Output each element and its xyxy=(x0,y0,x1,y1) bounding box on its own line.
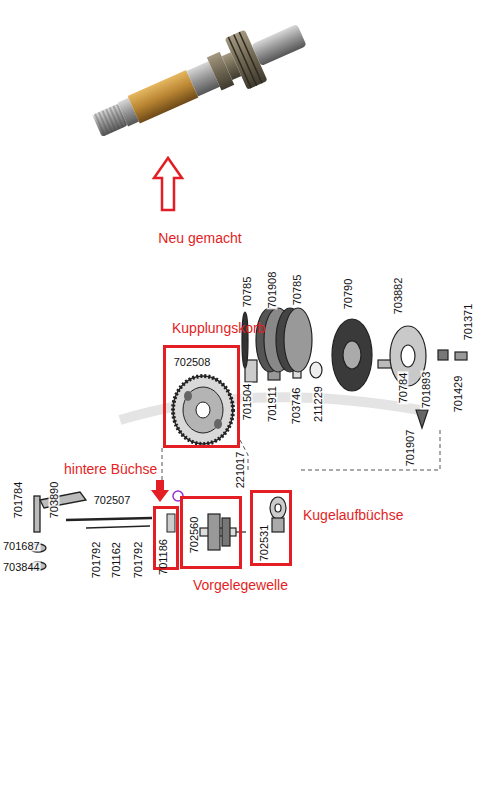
callout-number: 701792 xyxy=(91,541,102,580)
callout-number: 701504 xyxy=(242,383,253,422)
part-name: Kugelaufbüchse xyxy=(303,507,403,523)
callout-number: 702531 xyxy=(259,525,270,562)
callout-number: 703746 xyxy=(291,387,302,426)
bushing xyxy=(167,514,175,532)
callout-number: 701162 xyxy=(111,541,122,579)
pointer-arrow xyxy=(151,480,169,502)
clutch-basket xyxy=(173,376,233,444)
shaft-photo xyxy=(86,9,313,151)
callout-number: 701784 xyxy=(13,481,24,520)
part-name: Vorgelegewelle xyxy=(193,577,288,593)
callout-number: 701893 xyxy=(421,371,432,410)
callout-number: 70784 xyxy=(398,372,409,405)
part-name: Kupplungskorb xyxy=(172,320,265,336)
callout-number: 211229 xyxy=(313,385,324,423)
callout-number: 702508 xyxy=(174,357,211,368)
callout-number: 701186 xyxy=(158,539,169,575)
callout-number: 70785 xyxy=(242,276,253,309)
callout-number: 701908 xyxy=(267,271,278,310)
bearing-bush xyxy=(270,497,286,532)
part-name: hintere Büchse xyxy=(64,461,157,477)
part-box: Kugelaufbüchse702531 xyxy=(250,490,292,566)
callout-number: 701429 xyxy=(453,375,464,414)
part-box: Vorgelegewelle702560 xyxy=(180,496,242,569)
callout-number: 701371 xyxy=(463,303,474,342)
callout-number: 221017 xyxy=(235,451,246,490)
callout-number: 70790 xyxy=(343,278,354,311)
callout-number: 701792 xyxy=(133,541,144,580)
callout-number: 702507 xyxy=(93,495,132,506)
callout-number: 703844 xyxy=(2,562,41,573)
part-box: hintere Büchse701186 xyxy=(153,506,179,570)
callout-number: 701687 xyxy=(2,541,41,552)
callout-number: 703890 xyxy=(49,481,60,520)
callout-number: 701907 xyxy=(405,429,416,468)
callout-number: 701911 xyxy=(267,385,278,423)
callout-number: 70785 xyxy=(292,274,303,307)
clutch-parts xyxy=(242,308,467,428)
callout-number: 702560 xyxy=(189,517,200,554)
callout-number: 703882 xyxy=(393,277,404,316)
annotation: Neu gemacht xyxy=(157,231,242,245)
pointer-arrow xyxy=(154,158,182,210)
part-box: Kupplungskorb702508 xyxy=(163,345,240,448)
